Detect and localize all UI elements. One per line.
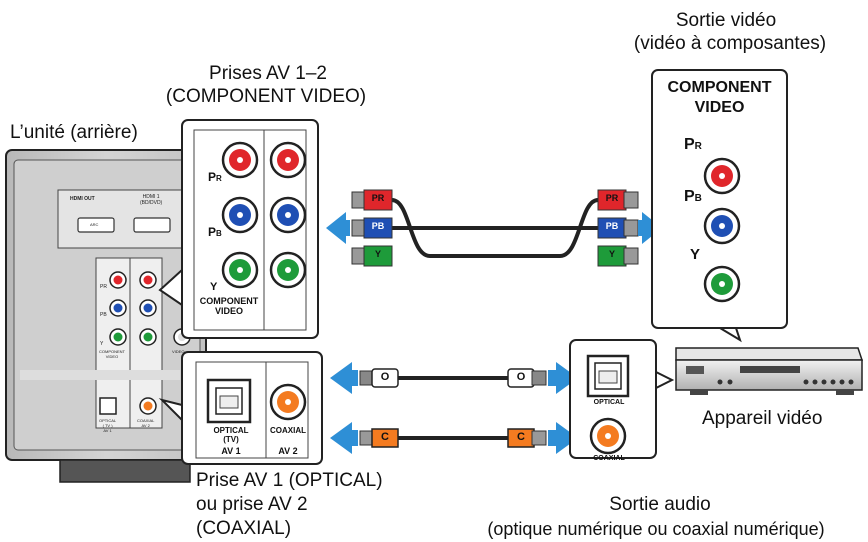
device-pb-label: PB [684, 188, 702, 205]
unit-pr-label: PR [100, 284, 107, 290]
unit-rear-label: L’unité (arrière) [10, 122, 138, 143]
audio-jack-label-1: Prise AV 1 (OPTICAL) [196, 470, 383, 491]
unit-hdmi1-label: HDMI 1(BD/DVD) [140, 194, 163, 206]
audio-jack-label-3: (COAXIAL) [196, 518, 292, 539]
av-jacks-title: Prises AV 1–2 [209, 63, 327, 84]
unit-hdmi-out-label: HDMI OUT [70, 196, 95, 202]
hdmi-out-port [77, 217, 115, 233]
video-output-subtitle: (vidéo à composantes) [633, 33, 827, 54]
zoom-coaxial-label: COAXIAL [270, 426, 306, 435]
video-output-title: Sortie vidéo [675, 10, 777, 31]
device-component-panel [651, 69, 788, 343]
audio-jack-label-2: ou prise AV 2 [196, 494, 308, 515]
unit-optical-port [99, 397, 117, 415]
unit-video-small-label: VIDEO [172, 349, 185, 354]
plug-left-coaxial: C [381, 431, 389, 443]
device-y-label: Y [690, 246, 701, 263]
video-device-label: Appareil vidéo [702, 408, 823, 429]
zoom-audio [158, 351, 323, 465]
unit-optical-label: OPTICAL( TV )AV 1 [99, 418, 117, 433]
device-coaxial-label: COAXIAL [593, 455, 625, 462]
device-pr-label: PR [684, 136, 702, 153]
plug-left-pr: PR [371, 193, 385, 203]
zoom-optical-label: OPTICAL(TV) [213, 426, 249, 444]
plug-right-pb: PB [605, 221, 619, 231]
audio-output-title: Sortie audio [609, 494, 711, 515]
zoom-component-video [158, 119, 319, 339]
plug-right-y: Y [608, 249, 615, 259]
coaxial-cable [359, 428, 547, 448]
av-jacks-subtitle: (COMPONENT VIDEO) [165, 86, 367, 107]
zoom-av1-label: AV 1 [221, 446, 241, 456]
device-audio-panel [569, 339, 675, 459]
video-device [675, 347, 864, 395]
unit-pb-label: PB [100, 312, 107, 318]
zoom-pr-label: PR [208, 170, 222, 184]
unit-rear [5, 149, 207, 483]
optical-cable [359, 368, 547, 388]
unit-y-label: Y [100, 341, 104, 347]
component-arrows [326, 212, 662, 244]
plug-right-pr: PR [605, 193, 619, 203]
device-optical-label: OPTICAL [593, 399, 625, 406]
hdmi1-port [133, 217, 171, 233]
unit-rca-jacks [109, 271, 191, 346]
unit-hdmi-arc-label: ARC [90, 222, 99, 227]
plug-right-optical: O [516, 371, 526, 383]
zoom-y-label: Y [210, 281, 218, 293]
plug-left-pb: PB [371, 221, 385, 231]
zoom-av2-label: AV 2 [278, 446, 298, 456]
component-cable [351, 189, 639, 267]
plug-left-optical: O [380, 371, 390, 383]
plug-left-y: Y [374, 249, 381, 259]
audio-output-subtitle: (optique numérique ou coaxial numérique) [487, 519, 825, 539]
zoom-pb-label: PB [208, 225, 222, 239]
plug-right-coaxial: C [517, 431, 525, 443]
audio-arrows [330, 362, 578, 454]
